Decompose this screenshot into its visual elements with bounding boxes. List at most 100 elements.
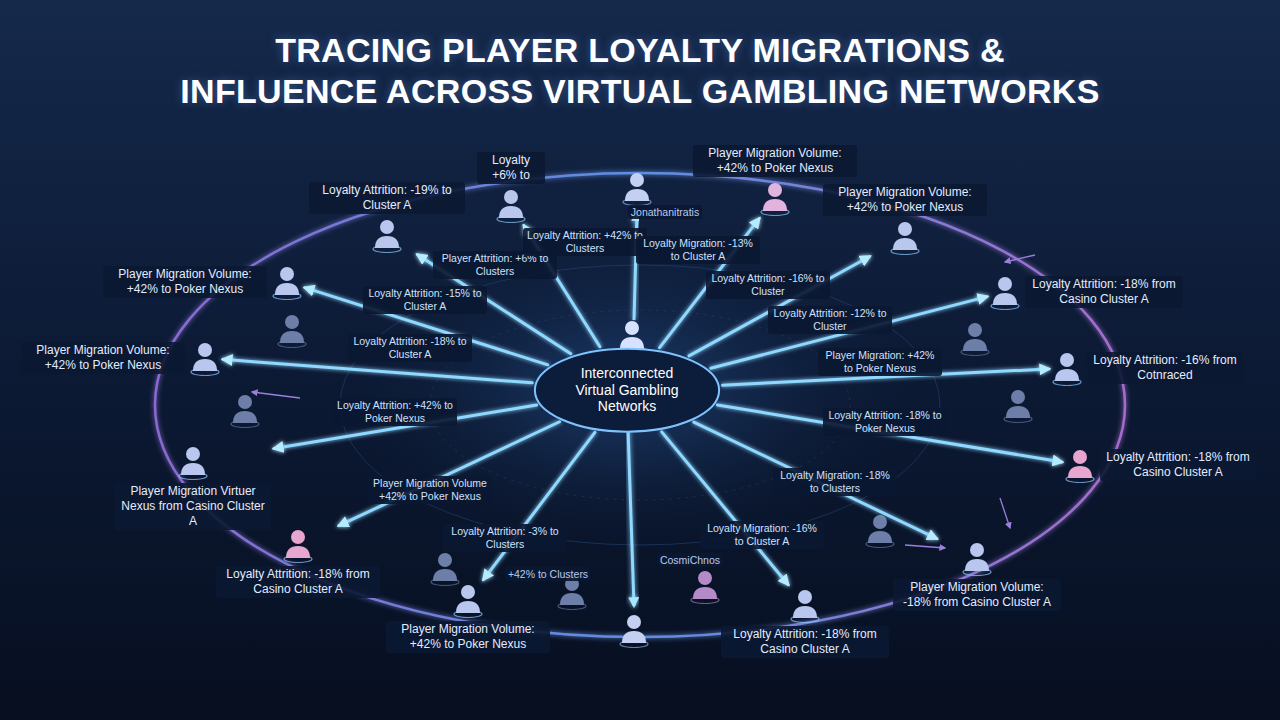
- node-label: Player Migration Virtuer Nexus from Casi…: [115, 483, 271, 530]
- node-label: Loyalty Attrition: -18% from Casino Clus…: [216, 566, 380, 598]
- node-label: Loyalty +6% to: [477, 152, 545, 184]
- player-icon: [620, 615, 648, 648]
- node-label: Loyalty Attrition: -19% to Cluster A: [309, 182, 465, 214]
- edge-label: Loyalty Attrition: -15% to Cluster A: [363, 286, 487, 313]
- node-label: Player Migration Volume: +42% to Poker N…: [823, 184, 987, 216]
- icon-body: [793, 606, 817, 618]
- player-icon: [231, 395, 259, 428]
- edge-label: Loyalty Migration: -16% to Cluster A: [700, 521, 824, 548]
- thin-arrows: [252, 255, 1035, 548]
- thin-arrow: [1000, 498, 1010, 528]
- icon-head: [198, 343, 212, 357]
- node-label: Loyalty Attrition: -16% from Cotnraced: [1087, 352, 1243, 384]
- icon-head: [768, 183, 782, 197]
- player-icon: [790, 587, 820, 623]
- player-icon: [1065, 447, 1095, 483]
- player-icon: [431, 553, 459, 586]
- player-icon: [283, 527, 313, 563]
- edge-label: Player Migration Volume +42% to Poker Ne…: [368, 476, 492, 503]
- icon-body: [286, 546, 310, 558]
- player-icon: [1052, 350, 1082, 386]
- player-icon: [558, 577, 586, 610]
- icon-head: [186, 447, 200, 461]
- migration-arrow: [223, 359, 532, 382]
- network-ring: [155, 173, 1125, 637]
- diagram-title: TRACING PLAYER LOYALTY MIGRATIONS & INFL…: [90, 30, 1190, 113]
- player-node: Loyalty Attrition: -18% from Casino Clus…: [721, 587, 889, 658]
- player-icon: [890, 219, 920, 255]
- icon-head: [970, 543, 984, 557]
- hub-outline: [535, 349, 719, 432]
- migration-arrow: [339, 422, 560, 526]
- player-icon: [190, 340, 220, 376]
- edge-label: Loyalty Attrition: +42% to Clusters: [523, 228, 647, 255]
- node-label: Loyalty Attrition: -18% from Casino Clus…: [721, 626, 889, 658]
- player-icon: [866, 515, 894, 548]
- icon-head: [998, 277, 1012, 291]
- player-icon: [962, 540, 992, 576]
- player-node: Loyalty +6% to: [477, 152, 545, 223]
- node-label: Player Migration Volume: +42% to Poker N…: [103, 266, 267, 298]
- player-icon: [623, 173, 651, 206]
- icon-body: [1068, 466, 1092, 478]
- spoke: [628, 428, 634, 606]
- edge-label: Player Migration: +42% to Poker Nexus: [818, 348, 942, 375]
- player-icon: [990, 274, 1020, 310]
- player-node: Player Migration Volume: +42% to Poker N…: [386, 582, 550, 653]
- player-node: Loyalty Attrition: -19% to Cluster A: [309, 182, 465, 253]
- free-label: CosmiChnos: [657, 553, 723, 568]
- player-icon: [961, 323, 989, 356]
- player-node: Player Migration Volume: -18% from Casin…: [893, 540, 1061, 611]
- icon-head: [504, 190, 518, 204]
- migration-arrow: [717, 405, 1062, 462]
- player-node: Player Migration Virtuer Nexus from Casi…: [115, 444, 271, 530]
- icon-head: [461, 585, 475, 599]
- node-label: Loyalty Attrition: -18% from Casino Clus…: [1025, 276, 1183, 308]
- player-node: Player Migration Volume: +42% to Poker N…: [21, 340, 220, 376]
- icon-body: [193, 359, 217, 371]
- player-icon: [453, 582, 483, 618]
- icon-body: [965, 559, 989, 571]
- player-node: Player Migration Volume: +42% to Poker N…: [823, 184, 987, 255]
- network-hub: Interconnected Virtual Gambling Networks: [533, 347, 721, 433]
- thin-arrow: [252, 392, 300, 398]
- node-label: Player Migration Volume: +42% to Poker N…: [693, 145, 857, 177]
- icon-body: [893, 238, 917, 250]
- edge-label: Loyalty Attrition: -18% to Cluster A: [348, 334, 472, 361]
- node-label: Loyalty Attrition: -18% from Casino Clus…: [1100, 449, 1256, 481]
- player-icon: [178, 444, 208, 480]
- player-node: Loyalty Attrition: -18% from Casino Clus…: [990, 274, 1183, 310]
- hub-label: Interconnected Virtual Gambling Networks: [561, 365, 693, 415]
- thin-arrow: [1005, 255, 1035, 262]
- player-node: Loyalty Attrition: -18% from Casino Clus…: [1065, 447, 1256, 483]
- player-icon: [278, 315, 306, 348]
- icon-body: [763, 199, 787, 211]
- node-label: Player Migration Volume: +42% to Poker N…: [386, 621, 550, 653]
- player-node: Loyalty Attrition: -18% from Casino Clus…: [216, 527, 380, 598]
- connectors: [223, 218, 1062, 584]
- edge-label: Loyalty Attrition: -16% to Cluster: [706, 271, 830, 298]
- player-icon: [496, 187, 526, 223]
- player-icon: [272, 264, 302, 300]
- player-icon: [691, 571, 719, 604]
- edge-label: Loyalty Attrition: +42% to Poker Nexus: [333, 398, 457, 425]
- free-label: +42% to Clusters: [505, 567, 591, 582]
- edge-label: Loyalty Attrition: -12% to Cluster: [768, 306, 892, 333]
- icon-head: [1073, 450, 1087, 464]
- icon-body: [181, 463, 205, 475]
- icon-body: [375, 236, 399, 248]
- player-icon: [372, 217, 402, 253]
- icon-body: [456, 601, 480, 613]
- icon-head: [380, 220, 394, 234]
- hub-glow: [327, 220, 927, 560]
- edge-label: Loyalty Attrition: -18% to Poker Nexus: [823, 408, 947, 435]
- icon-head: [291, 530, 305, 544]
- icon-body: [499, 206, 523, 218]
- icon-head: [280, 267, 294, 281]
- player-node: Player Migration Volume: +42% to Poker N…: [103, 264, 302, 300]
- free-label: Jonathanitratis: [628, 205, 702, 220]
- icon-head: [798, 590, 812, 604]
- icon-head: [898, 222, 912, 236]
- edge-label: Loyalty Attrition: -3% to Clusters: [443, 524, 567, 551]
